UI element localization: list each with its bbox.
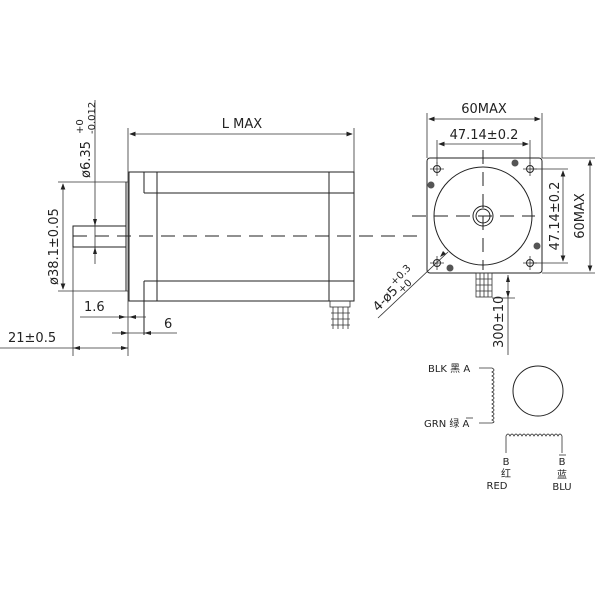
pilot-depth-label: 1.6 — [84, 300, 105, 315]
shaft-length-label: 21±0.5 — [8, 331, 56, 346]
shaft-diameter-label: ø6.35 — [79, 141, 94, 178]
width-label: 60MAX — [461, 102, 507, 117]
flange-label: 6 — [164, 317, 172, 332]
rotor-circle — [512, 365, 564, 417]
wire-b-bar-color: BLU — [552, 482, 571, 493]
front-lead-connector — [475, 272, 493, 298]
shaft-tolerance-upper: +0 — [75, 119, 86, 134]
wire-b-bar-cn: 蓝 — [557, 469, 567, 481]
wire-b-color: RED — [487, 481, 508, 492]
coil-b — [505, 433, 563, 453]
motor-body — [128, 171, 355, 335]
shaft-tolerance-lower: -0.012 — [87, 102, 98, 134]
wire-a-label: BLK 黑 A — [428, 363, 470, 375]
screws — [427, 159, 541, 272]
wire-a-bar-label: GRN 绿 A — [424, 417, 470, 430]
side-view: L MAX ø6.35 +0 -0.012 ø38.1±0.05 1.6 6 2… — [0, 100, 420, 356]
front-view: 60MAX 47.14±0.2 47.14±0.2 60MAX 300±10 4… — [370, 102, 595, 355]
length-label: L MAX — [222, 117, 262, 132]
wire-b-bar-label: B — [559, 457, 566, 468]
wiring-diagram: BLK 黑 A GRN 绿 A B 红 RED B 蓝 BLU — [424, 363, 572, 493]
coil-a — [479, 367, 495, 424]
lead-connector — [329, 300, 351, 329]
pilot-diameter-label: ø38.1±0.05 — [47, 208, 62, 285]
hole-spacing-label: 47.14±0.2 — [450, 128, 519, 143]
hole-spacing-vertical-label: 47.14±0.2 — [548, 182, 563, 251]
lead-length-label: 300±10 — [492, 296, 507, 348]
wire-b-cn: 红 — [501, 467, 511, 480]
wire-b-label: B — [503, 457, 510, 468]
height-label: 60MAX — [573, 193, 588, 239]
